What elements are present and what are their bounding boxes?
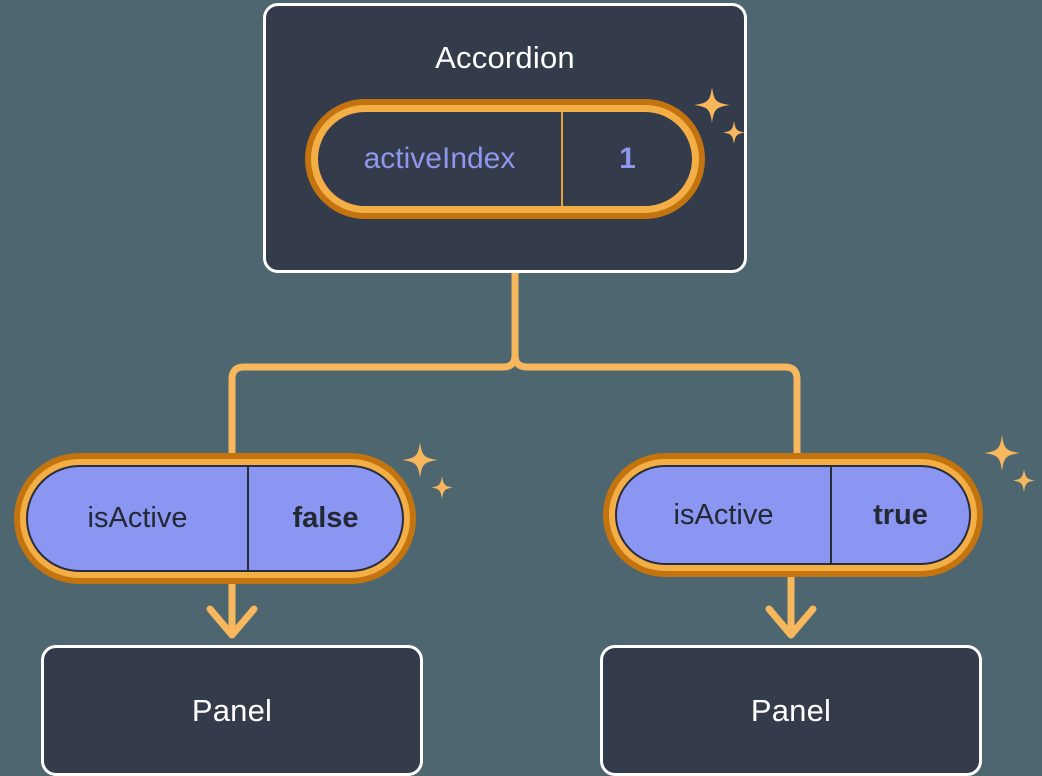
pill-body: activeIndex 1 (317, 111, 693, 207)
pill-body: isActive false (26, 465, 404, 572)
pill-highlight-ring: activeIndex 1 (311, 105, 699, 213)
component-box-panel-left[interactable]: Panel (41, 645, 423, 776)
state-pill-active-index[interactable]: activeIndex 1 (305, 99, 705, 219)
prop-pill-key: isActive (87, 502, 188, 534)
prop-pill-value: false (247, 467, 402, 570)
pill-body: isActive true (615, 465, 971, 565)
sparkle-small (431, 476, 453, 499)
pill-highlight-ring: isActive false (20, 459, 410, 578)
prop-pill-value: true (830, 467, 969, 563)
state-pill-value: 1 (561, 112, 692, 206)
component-title-panel-right: Panel (750, 693, 832, 728)
state-pill-key: activeIndex (363, 142, 516, 175)
arrow-down-icon-left (206, 605, 258, 639)
connector-root-to-branches (228, 269, 519, 457)
sparkle-large (402, 442, 438, 478)
sparkle-large (984, 435, 1020, 471)
component-title-panel-left: Panel (191, 693, 273, 728)
prop-pill-is-active-right[interactable]: isActive true (603, 453, 983, 577)
prop-pill-is-active-left[interactable]: isActive false (14, 453, 416, 584)
sparkles-icon-right (984, 435, 1035, 492)
sparkle-small (1013, 469, 1035, 492)
component-title-accordion: Accordion (435, 40, 575, 75)
arrow-down-icon-right (765, 605, 817, 639)
component-box-panel-right[interactable]: Panel (600, 645, 982, 776)
connector-root-to-branch-right (511, 351, 801, 457)
pill-highlight-ring: isActive true (609, 459, 977, 571)
prop-pill-key: isActive (673, 498, 774, 531)
